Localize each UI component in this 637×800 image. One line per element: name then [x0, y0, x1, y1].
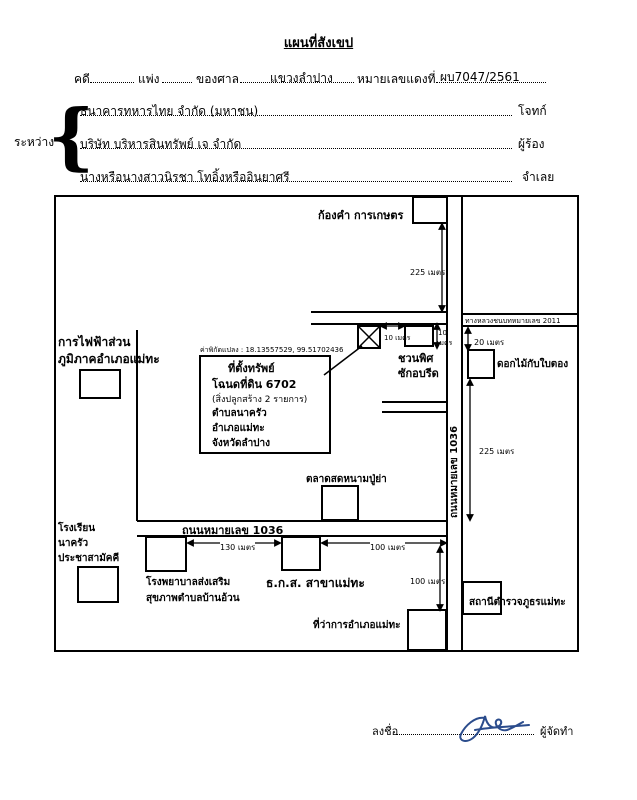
label-police: สถานีตำรวจภูธรแม่ทะ — [469, 597, 566, 608]
building-market — [321, 485, 359, 521]
label-highway-2011: ทางหลวงชนบทหมายเลข 2011 — [465, 317, 561, 325]
label-dist-225-right: 225 เมตร — [479, 447, 515, 456]
property-subdistrict: ตำบลนาครัว — [212, 408, 267, 419]
case-type-label: แพ่ง — [138, 72, 160, 86]
building-chuan-phit — [404, 325, 434, 347]
label-electric-2: ภูมิภาคอำเภอแม่ทะ — [58, 352, 160, 366]
property-province: จังหวัดลำปาง — [212, 438, 271, 449]
between-label: ระหว่าง — [14, 135, 55, 149]
petitioner-name: บริษัท บริหารสินทรัพย์ เจ จำกัด — [80, 137, 242, 151]
label-kong-kham: ก้องคำ การเกษตร — [318, 209, 404, 222]
label-chuan-phit: ชวนพิศ — [398, 352, 434, 365]
label-school-2: นาครัว — [58, 538, 89, 549]
label-chuan-phit-2: ซักอบรีด — [398, 367, 439, 380]
brace-icon: { — [48, 93, 95, 178]
building-baac — [281, 536, 321, 571]
defendant-role: จำเลย — [522, 170, 555, 184]
dotted-line — [396, 734, 534, 735]
label-electric: การไฟฟ้าส่วน — [58, 335, 131, 349]
dotted-line — [436, 82, 546, 83]
label-hospital: โรงพยาบาลส่งเสริม — [146, 577, 231, 588]
building-hospital — [145, 536, 187, 572]
label-school-3: ประชาสามัคคี — [58, 553, 120, 564]
label-dist-100-h: 100 เมตร — [370, 541, 406, 554]
label-dist-130: 130 เมตร — [220, 541, 256, 554]
dotted-line — [162, 82, 192, 83]
petitioner-role: ผู้ร้อง — [518, 137, 545, 151]
page-title: แผนที่สังเขป — [283, 36, 354, 51]
building-police — [462, 581, 502, 615]
label-coordinates: ค่าพิกัดแปลง : 18.13557529, 99.51702436 — [200, 346, 344, 354]
plaintiff-role: โจทก์ — [518, 104, 547, 118]
label-baac: ธ.ก.ส. สาขาแม่ทะ — [266, 576, 365, 590]
label-hospital-2: สุขภาพตำบลบ้านอ้วน — [146, 593, 240, 604]
building-dok-mai — [467, 349, 495, 379]
court-label: ของศาล — [196, 72, 239, 86]
preparer-role: ผู้จัดทำ — [540, 725, 574, 738]
property-district: อำเภอแม่ทะ — [212, 423, 265, 434]
building-school — [77, 566, 119, 603]
defendant-name: นางหรือนางสาวนิรชา โทอิ้งหรืออินยาศรี — [80, 170, 290, 184]
building-district-office — [407, 609, 447, 651]
red-number-value: ผบ7047/2561 — [440, 70, 520, 84]
case-label: คดี — [74, 72, 90, 86]
property-building: (สิ่งปลูกสร้าง 2 รายการ) — [212, 395, 308, 405]
label-dist-10-a: 10 เมตร — [384, 334, 411, 342]
label-road-1036-horizontal: ถนนหมายเลข 1036 — [182, 524, 284, 537]
plaintiff-name: ธนาคารทหารไทย จำกัด (มหาชน) — [80, 104, 259, 118]
building-kong-kham — [412, 196, 448, 224]
dotted-line — [80, 181, 512, 182]
handwritten-signature — [459, 715, 530, 742]
label-school: โรงเรียน — [58, 523, 96, 534]
label-dist-10-b: 10 — [438, 329, 447, 337]
label-market: ตลาดสดหนามปู่ย่า — [306, 474, 387, 485]
dotted-line — [240, 82, 354, 83]
dotted-line — [90, 82, 134, 83]
label-dist-100-v: 100 เมตร — [410, 577, 446, 586]
red-number-label: หมายเลขแดงที่ — [357, 72, 436, 86]
label-district-office: ที่ว่าการอำเภอแม่ทะ — [313, 620, 401, 631]
dotted-line — [80, 115, 512, 116]
dotted-line — [80, 148, 512, 149]
building-electric — [79, 369, 121, 399]
property-title: ที่ตั้งทรัพย์ — [228, 362, 275, 375]
label-dist-225-top: 225 เมตร — [410, 268, 446, 277]
property-info-box — [199, 355, 331, 454]
property-deed: โฉนดที่ดิน 6702 — [212, 378, 297, 391]
label-dist-20: 20 เมตร — [474, 338, 505, 347]
sign-label: ลงชื่อ — [372, 725, 399, 738]
map-frame — [54, 195, 579, 652]
label-dist-10-b2: เมตร — [437, 339, 453, 347]
court-value: แขวงลำปาง — [270, 71, 333, 85]
label-road-1036-vertical: ถนนหมายเลข 1036 — [449, 425, 460, 518]
label-dok-mai: ดอกไม้กับใบตอง — [497, 359, 569, 370]
